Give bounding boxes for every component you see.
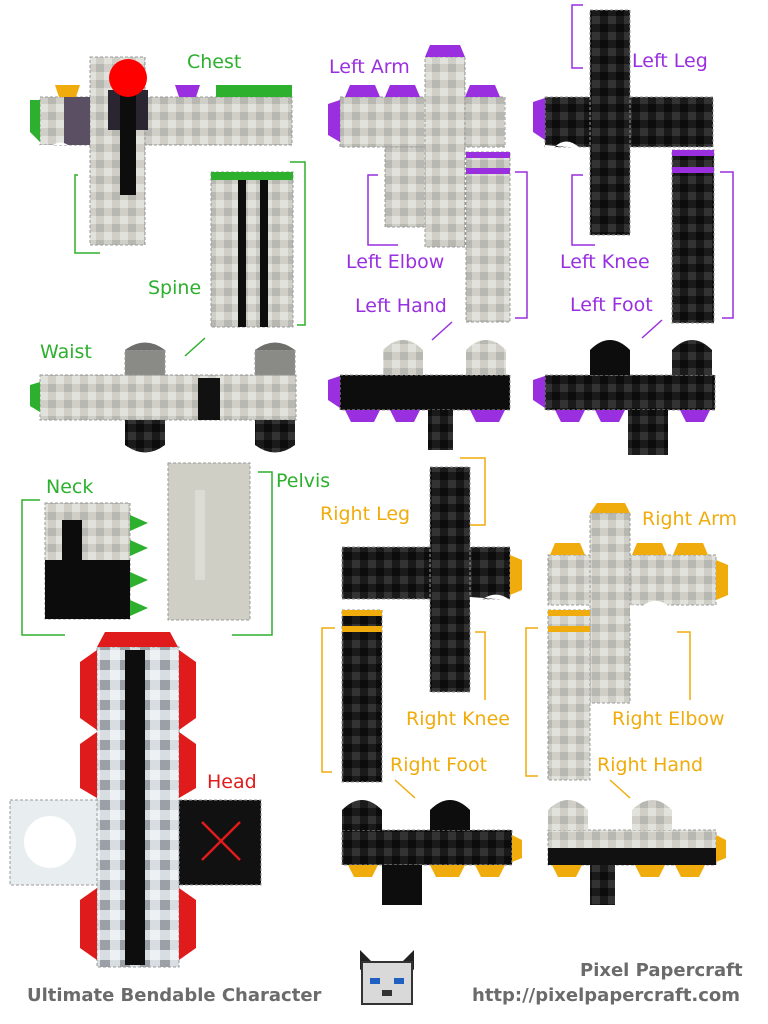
left-arm-part <box>328 45 528 323</box>
label-chest: Chest <box>187 51 242 73</box>
label-left-leg: Left Leg <box>632 50 708 72</box>
label-left-hand: Left Hand <box>355 295 447 317</box>
label-right-knee: Right Knee <box>406 708 510 730</box>
spine-part <box>74 161 306 328</box>
label-waist: Waist <box>40 341 92 363</box>
label-right-hand: Right Hand <box>597 754 704 776</box>
label-right-arm: Right Arm <box>642 508 738 530</box>
left-hand-part <box>328 321 511 450</box>
right-leg-part <box>321 457 522 783</box>
left-leg-part <box>533 4 734 324</box>
label-left-arm: Left Arm <box>329 56 410 78</box>
mascot-icon <box>358 950 416 1008</box>
label-right-elbow: Right Elbow <box>612 708 725 730</box>
label-pelvis: Pelvis <box>276 470 331 492</box>
chest-marker-circle <box>109 59 147 97</box>
head-part <box>9 632 262 968</box>
neck-part <box>21 499 148 636</box>
waist-part <box>30 337 297 453</box>
label-spine: Spine <box>148 277 202 299</box>
label-head: Head <box>207 771 257 793</box>
chest-part <box>30 56 293 246</box>
left-foot-part <box>533 319 716 455</box>
footer-title: Ultimate Bendable Character <box>27 985 322 1006</box>
right-foot-part <box>341 779 522 905</box>
pelvis-part <box>167 462 273 636</box>
label-right-leg: Right Leg <box>320 503 411 525</box>
label-left-foot: Left Foot <box>570 294 653 316</box>
label-right-foot: Right Foot <box>390 754 488 776</box>
footer-brand: Pixel Papercraft <box>580 960 743 981</box>
label-neck: Neck <box>46 476 94 498</box>
label-left-elbow: Left Elbow <box>346 251 445 273</box>
right-arm-part <box>525 503 728 781</box>
right-hand-part <box>547 779 726 905</box>
footer-url[interactable]: http://pixelpapercraft.com <box>472 985 741 1006</box>
label-left-knee: Left Knee <box>560 251 650 273</box>
